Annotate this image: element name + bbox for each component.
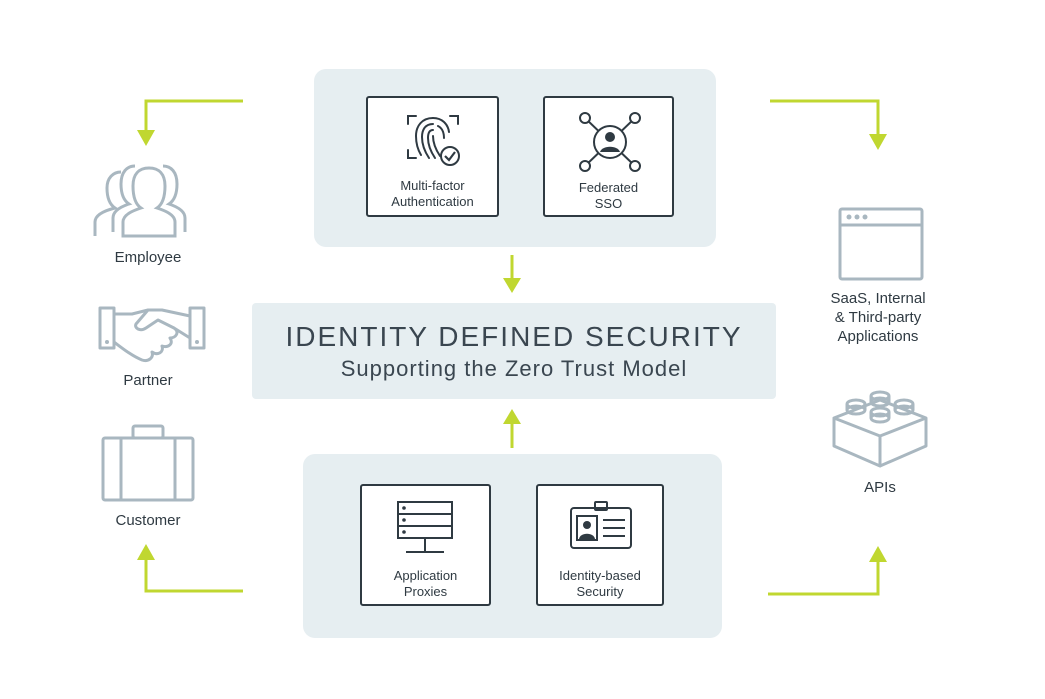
arrow-top-right [770, 99, 880, 136]
people-icon [93, 164, 187, 238]
customer-label: Customer [115, 512, 181, 529]
id-badge-icon [570, 501, 632, 549]
network-user-icon [579, 112, 641, 172]
apis-label: APIs [864, 479, 896, 496]
card-label: Multi-factor Authentication [391, 178, 474, 209]
bottom-panel: Application Proxies Identity-based Secur… [303, 454, 722, 638]
handshake-icon [98, 306, 206, 362]
arrow-top-left [144, 99, 243, 130]
browser-window-icon [838, 207, 924, 281]
building-block-icon [832, 390, 928, 468]
server-icon [397, 501, 453, 553]
employee-label: Employee [114, 249, 182, 266]
applications-label: SaaS, Internal & Third-party Application… [830, 290, 926, 345]
briefcase-icon [101, 424, 195, 502]
card-label: Identity-based Security [559, 568, 641, 599]
partner-label: Partner [123, 372, 173, 389]
card-identity-based-security[interactable]: Identity-based Security [536, 484, 664, 606]
arrow-bottom-right [768, 560, 880, 596]
card-label: Application Proxies [393, 568, 458, 599]
card-label: Federated SSO [578, 180, 639, 211]
card-multi-factor-authentication[interactable]: Multi-factor Authentication [366, 96, 499, 217]
top-panel: Multi-factor Authentication Federated SS… [314, 69, 716, 247]
card-application-proxies[interactable]: Application Proxies [360, 484, 491, 606]
arrow-bottom-left [144, 560, 243, 593]
center-subtitle: Supporting the Zero Trust Model [340, 356, 688, 381]
center-title: IDENTITY DEFINED SECURITY [285, 321, 743, 352]
center-box: IDENTITY DEFINED SECURITY Supporting the… [252, 303, 776, 399]
fingerprint-icon [407, 115, 460, 166]
card-federated-sso[interactable]: Federated SSO [543, 96, 674, 217]
